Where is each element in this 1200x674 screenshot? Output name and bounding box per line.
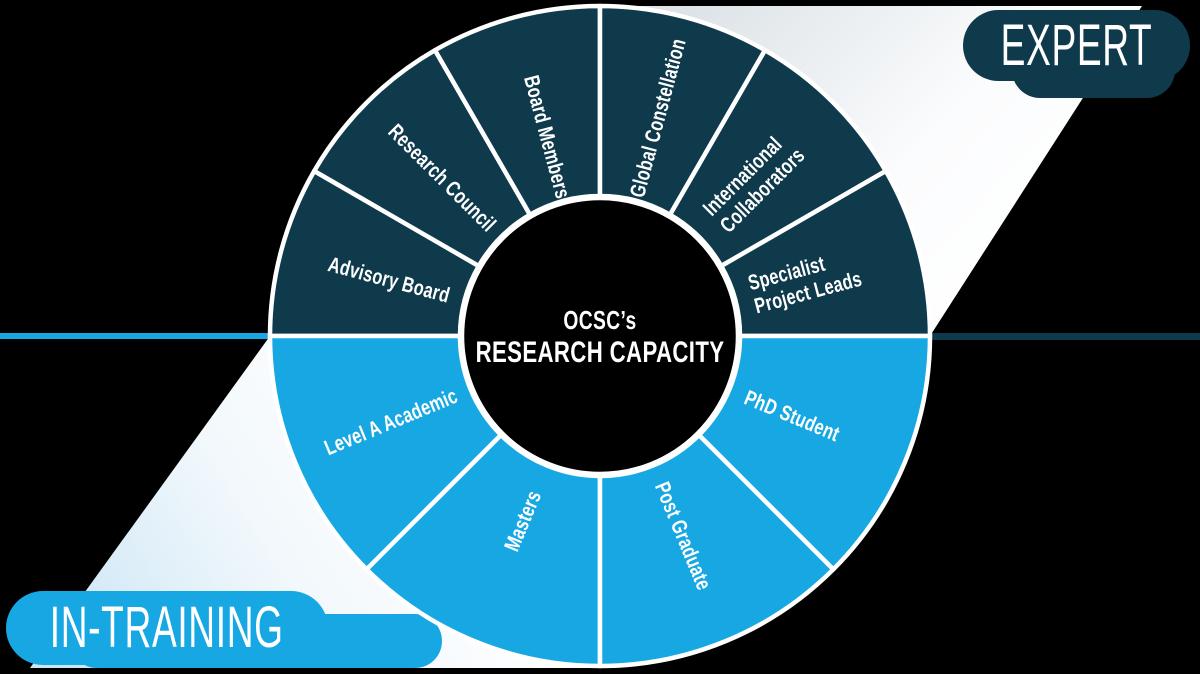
center-title: OCSC’s RESEARCH CAPACITY <box>432 305 768 369</box>
in-training-badge-label: IN-TRAINING <box>50 595 284 660</box>
in-training-badge: IN-TRAINING <box>6 591 328 665</box>
expert-badge: EXPERT <box>963 10 1190 81</box>
midline-left <box>0 333 269 339</box>
capacity-wheel <box>267 3 933 669</box>
expert-badge-label: EXPERT <box>1000 12 1153 78</box>
gradient-band-bottom <box>30 336 600 668</box>
center-hub <box>459 195 741 477</box>
gradient-band-top <box>606 6 1142 336</box>
center-title-line2: RESEARCH CAPACITY <box>475 336 725 370</box>
midline-right <box>931 333 1200 340</box>
center-title-line1: OCSC’s <box>563 304 637 335</box>
